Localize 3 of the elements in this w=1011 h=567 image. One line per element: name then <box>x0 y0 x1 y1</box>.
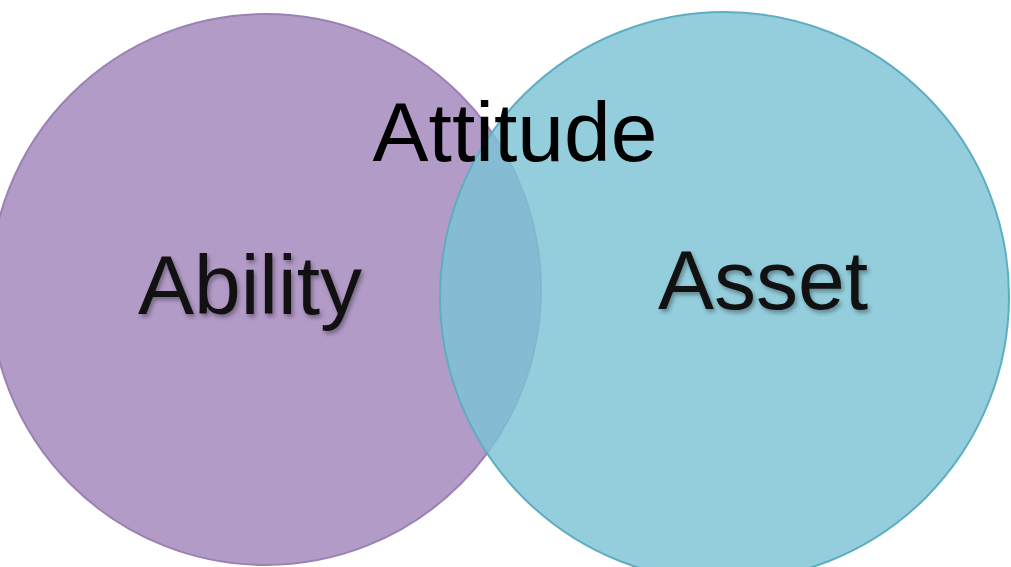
circle-label: Asset <box>657 231 869 329</box>
circle-label: Ability <box>137 236 363 334</box>
heading-label: Attitude <box>372 83 658 181</box>
